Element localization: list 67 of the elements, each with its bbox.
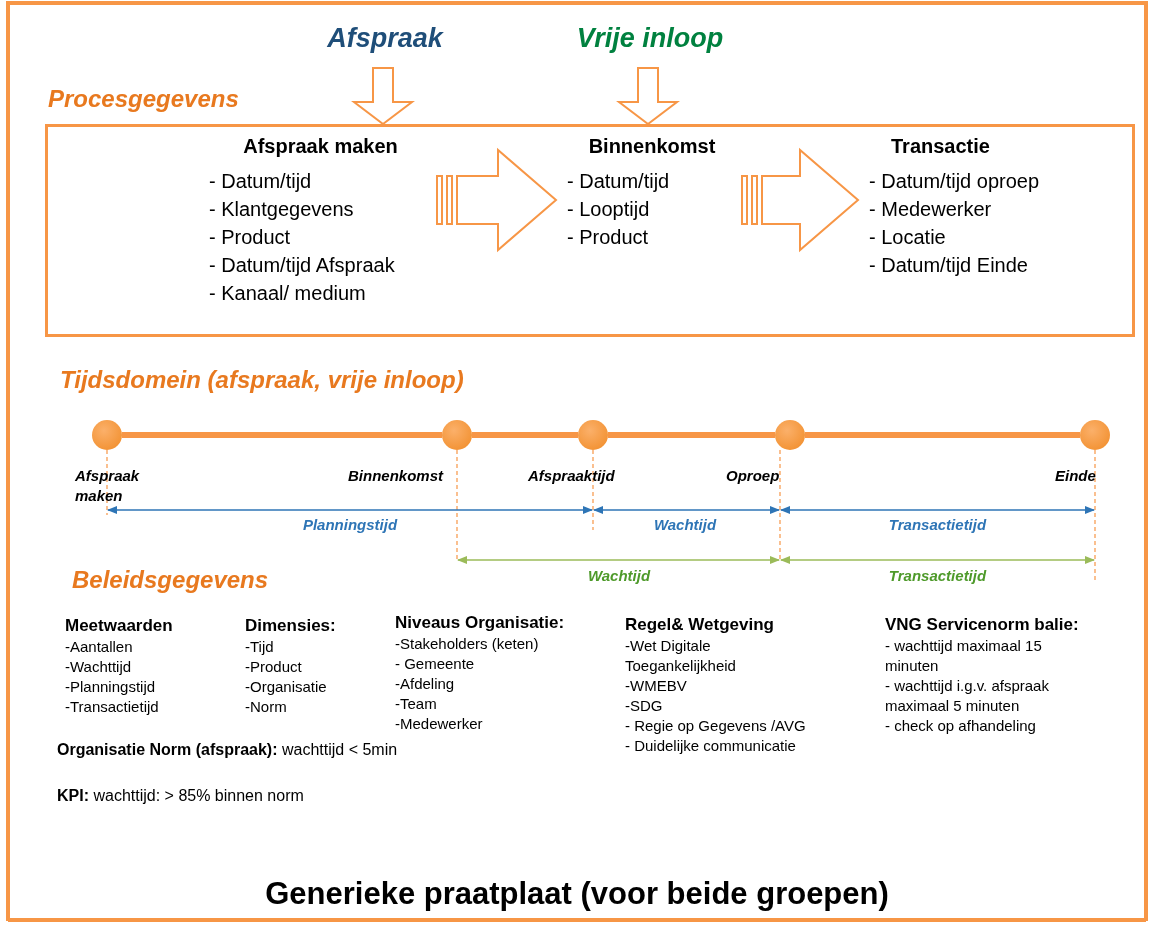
list-item: -WMEBV bbox=[625, 676, 688, 696]
list-item: -Team bbox=[395, 694, 438, 714]
list-item: -Aantallen bbox=[65, 637, 134, 657]
section-heading: Beleidsgegevens bbox=[72, 566, 270, 594]
list-item: -Tijd bbox=[245, 637, 275, 657]
column-heading: Regel& Wetgeving bbox=[625, 614, 775, 636]
column-heading: Niveaus Organisatie: bbox=[395, 612, 566, 634]
list-item: -Wet Digitale Toegankelijkheid bbox=[625, 636, 737, 676]
block-arrow bbox=[741, 147, 860, 253]
duration-label: Wachtijd bbox=[586, 567, 652, 584]
timeline-label: Afspraaktijd bbox=[528, 466, 616, 486]
list-item: -Wachttijd bbox=[65, 657, 133, 677]
list-item: - Kanaal/ medium bbox=[208, 281, 367, 306]
list-item: -Planningstijd bbox=[65, 677, 157, 697]
list-item: - Klantgegevens bbox=[208, 197, 355, 222]
list-item: -Afdeling bbox=[395, 674, 456, 694]
duration-label: Planningstijd bbox=[301, 516, 399, 533]
note-text: Organisatie Norm (afspraak): wachttijd < 5min bbox=[57, 741, 398, 759]
timeline-label: Oproep bbox=[726, 466, 781, 486]
list-item: - Product bbox=[208, 225, 292, 250]
list-item: -Organisatie bbox=[245, 677, 328, 697]
heading-text: Afspraak bbox=[326, 22, 445, 54]
column-heading: Binnenkomst bbox=[587, 134, 717, 159]
heading-text: Vrije inloop bbox=[575, 22, 725, 54]
caption: Generieke praatplaat (voor beide groepen) bbox=[264, 876, 890, 912]
timeline-label: Binnenkomst bbox=[348, 466, 445, 486]
list-item: -Norm bbox=[245, 697, 288, 717]
timeline-label: Einde bbox=[1055, 466, 1097, 486]
list-item: - Duidelijke communicatie bbox=[625, 736, 797, 756]
section-heading: Procesgegevens bbox=[48, 85, 239, 113]
column-heading: Afspraak maken bbox=[242, 134, 399, 159]
list-item: - check op afhandeling bbox=[885, 716, 1037, 736]
list-item: -Transactietijd bbox=[65, 697, 160, 717]
timeline-line bbox=[472, 432, 578, 438]
duration-label: Transactietijd bbox=[887, 567, 988, 584]
list-item: - Datum/tijd Afspraak bbox=[208, 253, 396, 278]
list-item: - Datum/tijd Einde bbox=[868, 253, 1029, 278]
section-heading: Tijdsdomein (afspraak, vrije inloop) bbox=[60, 366, 465, 394]
list-item: -SDG bbox=[625, 696, 664, 716]
list-item: - Looptijd bbox=[566, 197, 651, 222]
list-item: - wachttijd maximaal 15 minuten bbox=[885, 636, 1043, 676]
list-item: -Product bbox=[245, 657, 303, 677]
block-arrow bbox=[436, 147, 558, 253]
block-arrow bbox=[616, 67, 680, 126]
block-arrow bbox=[351, 67, 415, 126]
list-item: - Datum/tijd bbox=[208, 169, 313, 194]
duration-label: Wachtijd bbox=[652, 516, 718, 533]
list-item: - Locatie bbox=[868, 225, 947, 250]
list-item: - Datum/tijd oproep bbox=[868, 169, 1041, 194]
timeline-line bbox=[608, 432, 775, 438]
list-item: - Product bbox=[566, 225, 650, 250]
timeline-line bbox=[805, 432, 1080, 438]
timeline-label: Afspraak maken bbox=[75, 466, 141, 506]
list-item: - Regie op Gegevens /AVG bbox=[625, 716, 807, 736]
column-heading: Dimensies: bbox=[245, 615, 337, 637]
list-item: - Datum/tijd bbox=[566, 169, 671, 194]
list-item: -Medewerker bbox=[395, 714, 484, 734]
list-item: - wachttijd i.g.v. afspraak maximaal 5 minuten bbox=[885, 676, 1050, 716]
timeline-line bbox=[122, 432, 442, 438]
list-item: - Medewerker bbox=[868, 197, 993, 222]
column-heading: Meetwaarden bbox=[65, 615, 174, 637]
column-heading: Transactie bbox=[890, 134, 991, 159]
list-item: - Gemeente bbox=[395, 654, 476, 674]
list-item: -Stakeholders (keten) bbox=[395, 634, 540, 654]
note-text: KPI: wachttijd: > 85% binnen norm bbox=[57, 787, 304, 805]
column-heading: VNG Servicenorm balie: bbox=[885, 614, 1080, 636]
duration-label: Transactietijd bbox=[887, 516, 988, 533]
